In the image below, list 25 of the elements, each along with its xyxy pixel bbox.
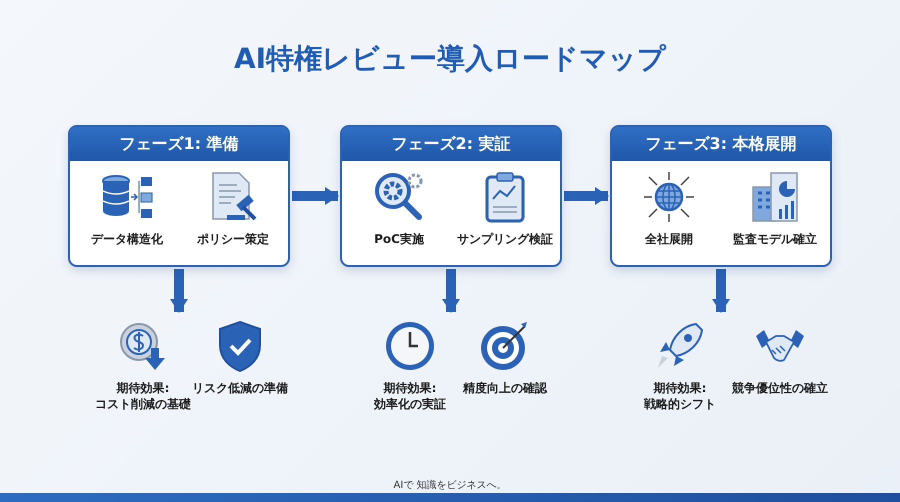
outcome-label: リスク低減の準備 xyxy=(192,380,288,396)
step-label: PoC実施 xyxy=(374,231,424,248)
tagline: AIで 知識をビジネスへ。 xyxy=(392,478,508,492)
phase-heading: フェーズ1: 準備 xyxy=(70,127,288,161)
phase-card xyxy=(68,125,290,267)
outcome-label: 期待効果: 効率化の実証 xyxy=(372,380,447,412)
step-label: データ構造化 xyxy=(91,231,163,248)
block-arrow xyxy=(564,187,609,205)
step-label: 全社展開 xyxy=(645,231,693,248)
outcome-label: 期待効果: コスト削減の基礎 xyxy=(94,380,192,412)
block-arrow xyxy=(292,187,339,205)
block-arrow xyxy=(442,269,460,313)
phase-card xyxy=(340,125,562,267)
step-label: 監査モデル確立 xyxy=(733,231,817,248)
phase-card xyxy=(610,125,832,267)
block-arrow xyxy=(712,269,730,313)
phase-heading: フェーズ2: 実証 xyxy=(342,127,560,161)
block-arrow xyxy=(170,269,188,313)
outcome-label: 競争優位性の確立 xyxy=(732,380,828,396)
outcome-label: 精度向上の確認 xyxy=(463,380,547,396)
outcome-label: 期待効果: 戦略的シフト xyxy=(642,380,717,412)
phase-heading: フェーズ3: 本格展開 xyxy=(612,127,830,161)
step-label: サンプリング検証 xyxy=(457,231,553,248)
step-label: ポリシー策定 xyxy=(197,231,269,248)
diagram-title: AI特権レビュー導入ロードマップ xyxy=(232,41,668,77)
